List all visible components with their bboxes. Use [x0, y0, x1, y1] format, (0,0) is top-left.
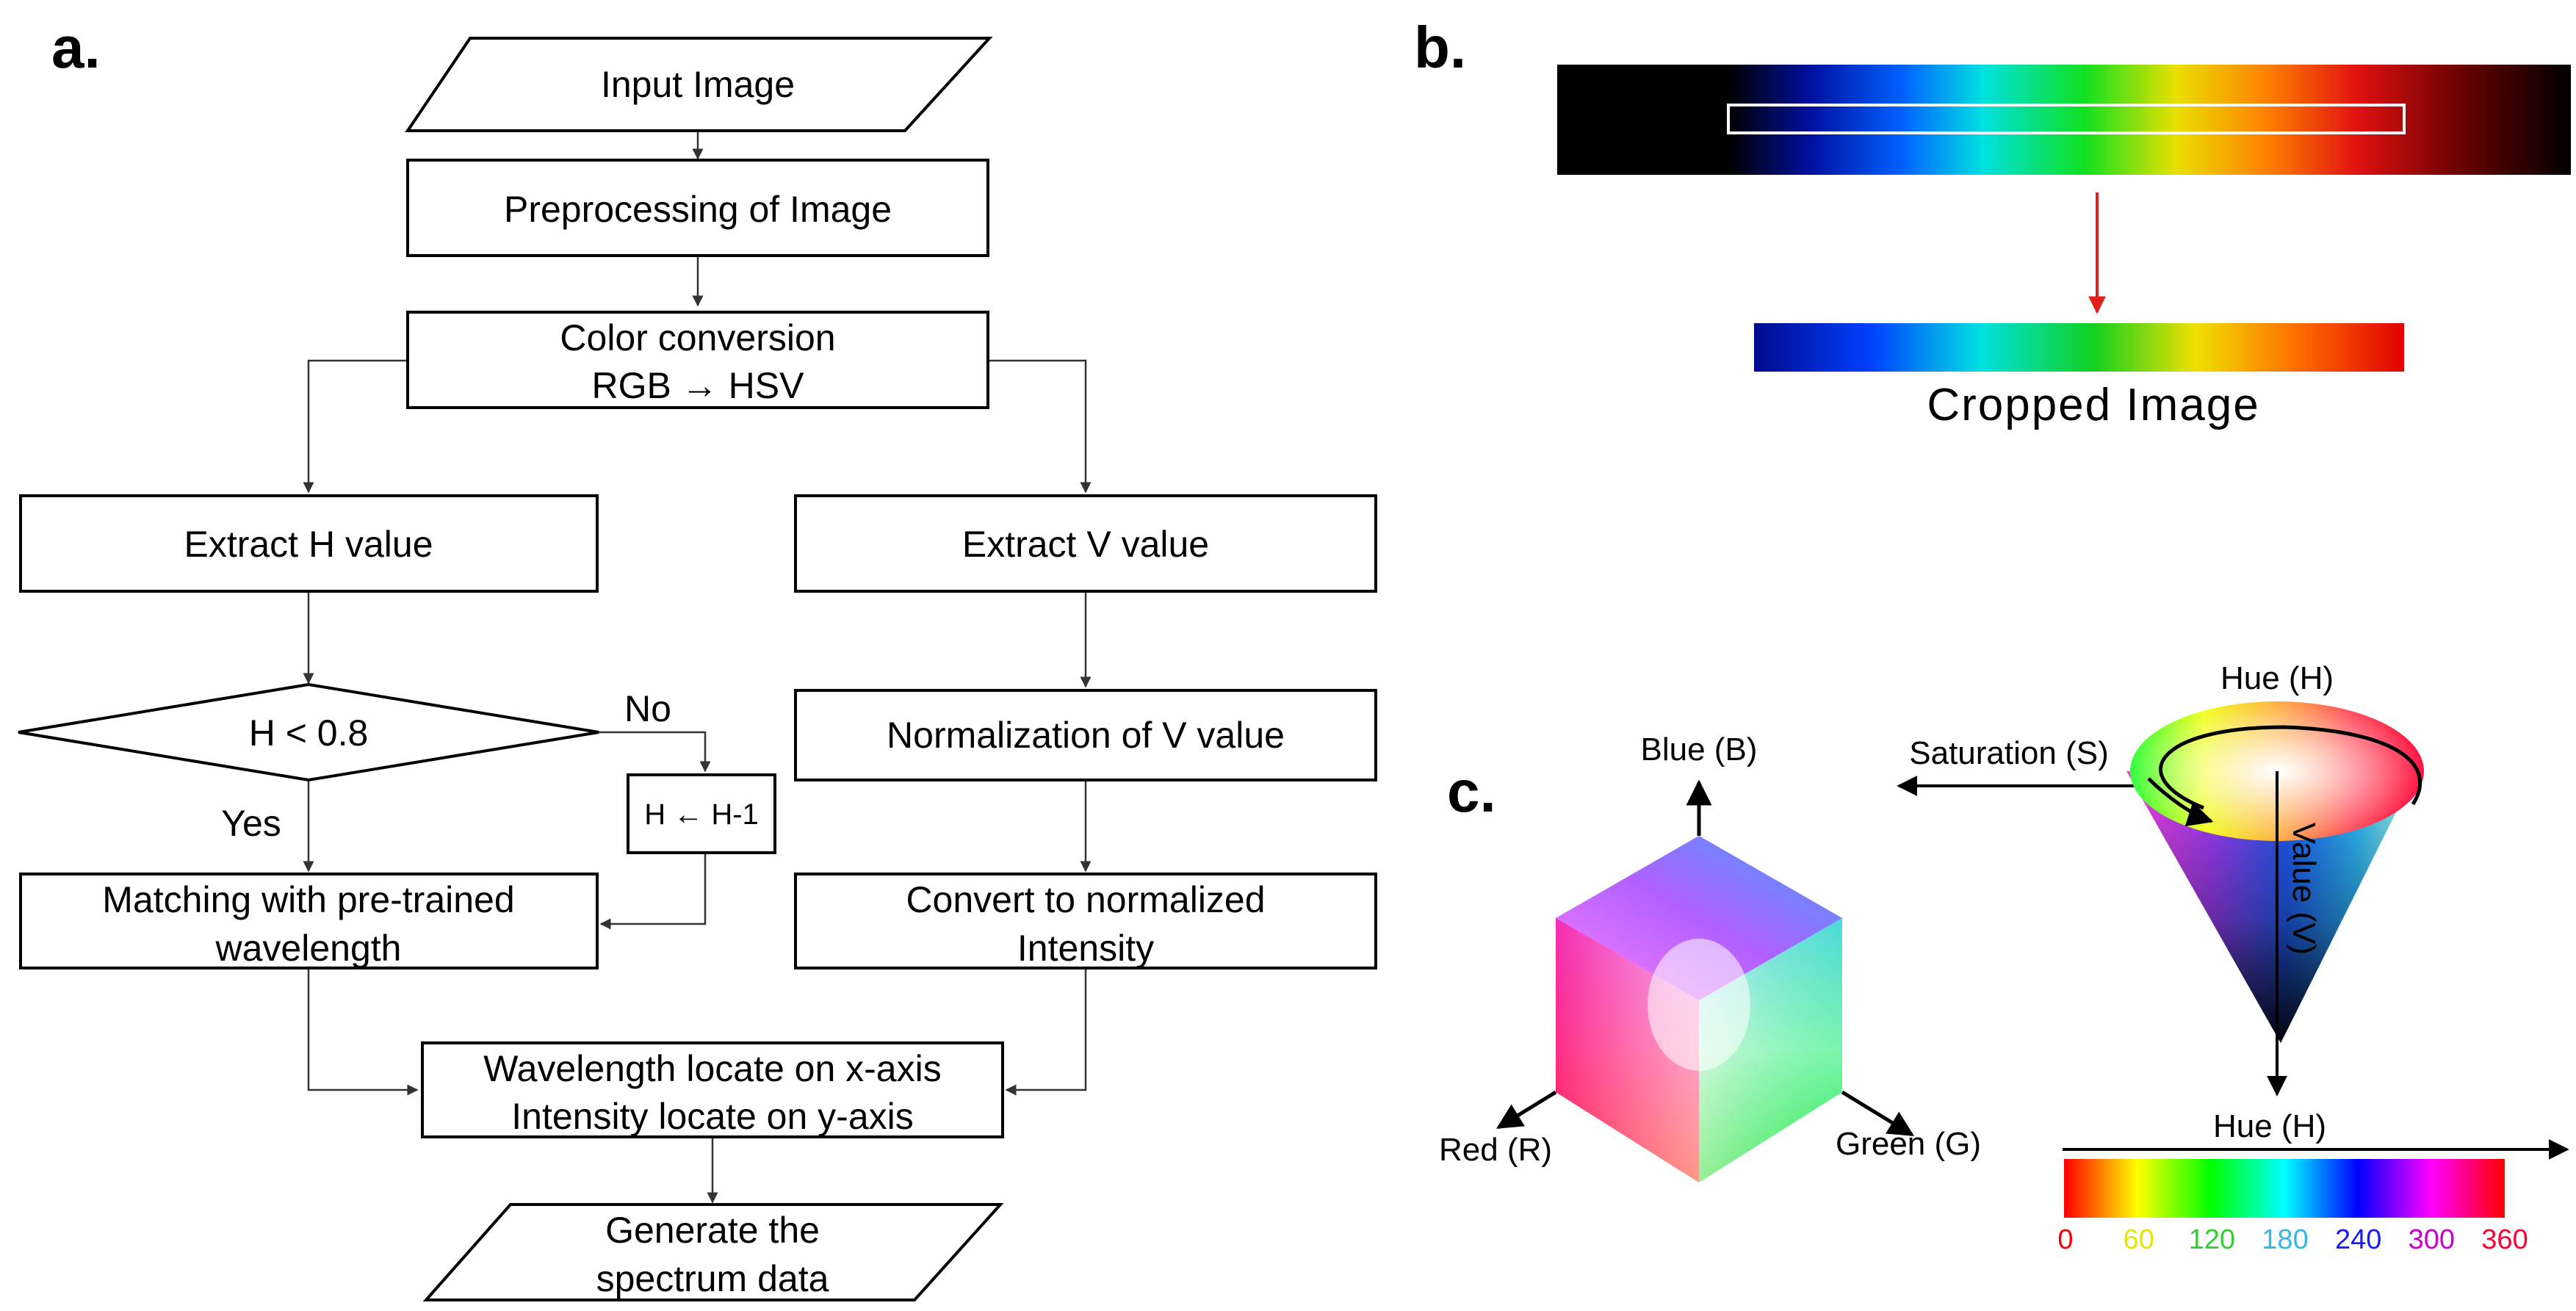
- locate-label-2: Intensity locate on y-axis: [511, 1096, 914, 1137]
- green-axis-label: Green (G): [1836, 1126, 1981, 1162]
- color-conversion-label-2: RGB → HSV: [592, 365, 805, 406]
- crop-region-outline: [1727, 104, 2406, 134]
- yes-label: Yes: [221, 803, 281, 844]
- saturation-label: Saturation (S): [1909, 735, 2108, 771]
- matching-node: [19, 873, 599, 969]
- locate-node: [421, 1041, 1004, 1138]
- cropped-spectrum-image: [1754, 323, 2404, 372]
- generate-label-2: spectrum data: [596, 1258, 829, 1299]
- convert-label-1: Convert to normalized: [906, 879, 1265, 920]
- color-conversion-label-1: Color conversion: [560, 317, 835, 358]
- hue-scale-title: Hue (H): [2213, 1108, 2326, 1144]
- h-update-node: [627, 773, 776, 854]
- generate-node: [422, 1203, 1004, 1301]
- hue-tick-label: 300: [2409, 1224, 2455, 1255]
- extract-v-label: Extract V value: [962, 524, 1209, 565]
- hue-tick-label: 120: [2189, 1224, 2235, 1255]
- convert-node: [794, 873, 1377, 969]
- hue-tick-label: 240: [2335, 1224, 2381, 1255]
- hue-tick-label: 180: [2262, 1224, 2308, 1255]
- rgb-cube: Blue (B) Red (R) Green (G): [1439, 732, 1981, 1182]
- matching-label-2: wavelength: [215, 928, 402, 969]
- preprocessing-label: Preprocessing of Image: [504, 189, 892, 230]
- hsv-cone: Hue (H) Saturation (S) Value (V): [1897, 660, 2424, 1097]
- value-label: Value (V): [2286, 823, 2322, 955]
- h-update-label: H ← H-1: [644, 798, 759, 831]
- panel-label-b: b.: [1414, 15, 1466, 80]
- hue-ticks: 0 60 120 180 240 300 360: [2057, 1224, 2528, 1255]
- normalize-v-label: Normalization of V value: [887, 715, 1285, 756]
- red-axis-label: Red (R): [1439, 1132, 1552, 1168]
- locate-label-1: Wavelength locate on x-axis: [483, 1048, 941, 1089]
- no-label: No: [624, 688, 671, 729]
- spectrum-panel: Cropped Image: [1557, 65, 2571, 430]
- extract-v-node: [794, 494, 1377, 593]
- color-conversion-node: [406, 311, 989, 409]
- input-image-node: [405, 37, 993, 132]
- h-condition-node: [18, 682, 599, 782]
- hue-top-label: Hue (H): [2220, 660, 2334, 696]
- extract-h-label: Extract H value: [184, 524, 433, 565]
- blue-axis-label: Blue (B): [1641, 732, 1758, 768]
- h-condition-label: H < 0.8: [249, 712, 369, 754]
- flowchart: Input Image Preprocessing of Image Color…: [18, 37, 1377, 1301]
- cropped-image-label: Cropped Image: [1927, 380, 2259, 430]
- extract-h-node: [19, 494, 599, 593]
- hue-tick-label: 0: [2057, 1224, 2073, 1255]
- hue-scale-bar: [2064, 1159, 2505, 1218]
- convert-label-2: Intensity: [1017, 928, 1154, 969]
- normalize-v-node: [794, 689, 1377, 781]
- hue-scale: Hue (H) 0 60 120 180 240 300 360: [2057, 1108, 2569, 1255]
- preprocessing-node: [406, 159, 989, 257]
- matching-label-1: Matching with pre-trained: [102, 879, 514, 920]
- hue-tick-label: 60: [2124, 1224, 2154, 1255]
- full-spectrum-image: [1557, 65, 2571, 175]
- panel-label-c: c.: [1447, 759, 1496, 824]
- generate-label-1: Generate the: [605, 1210, 820, 1251]
- panel-label-a: a.: [51, 15, 101, 80]
- input-image-label: Input Image: [601, 64, 795, 105]
- hue-tick-label: 360: [2481, 1224, 2528, 1255]
